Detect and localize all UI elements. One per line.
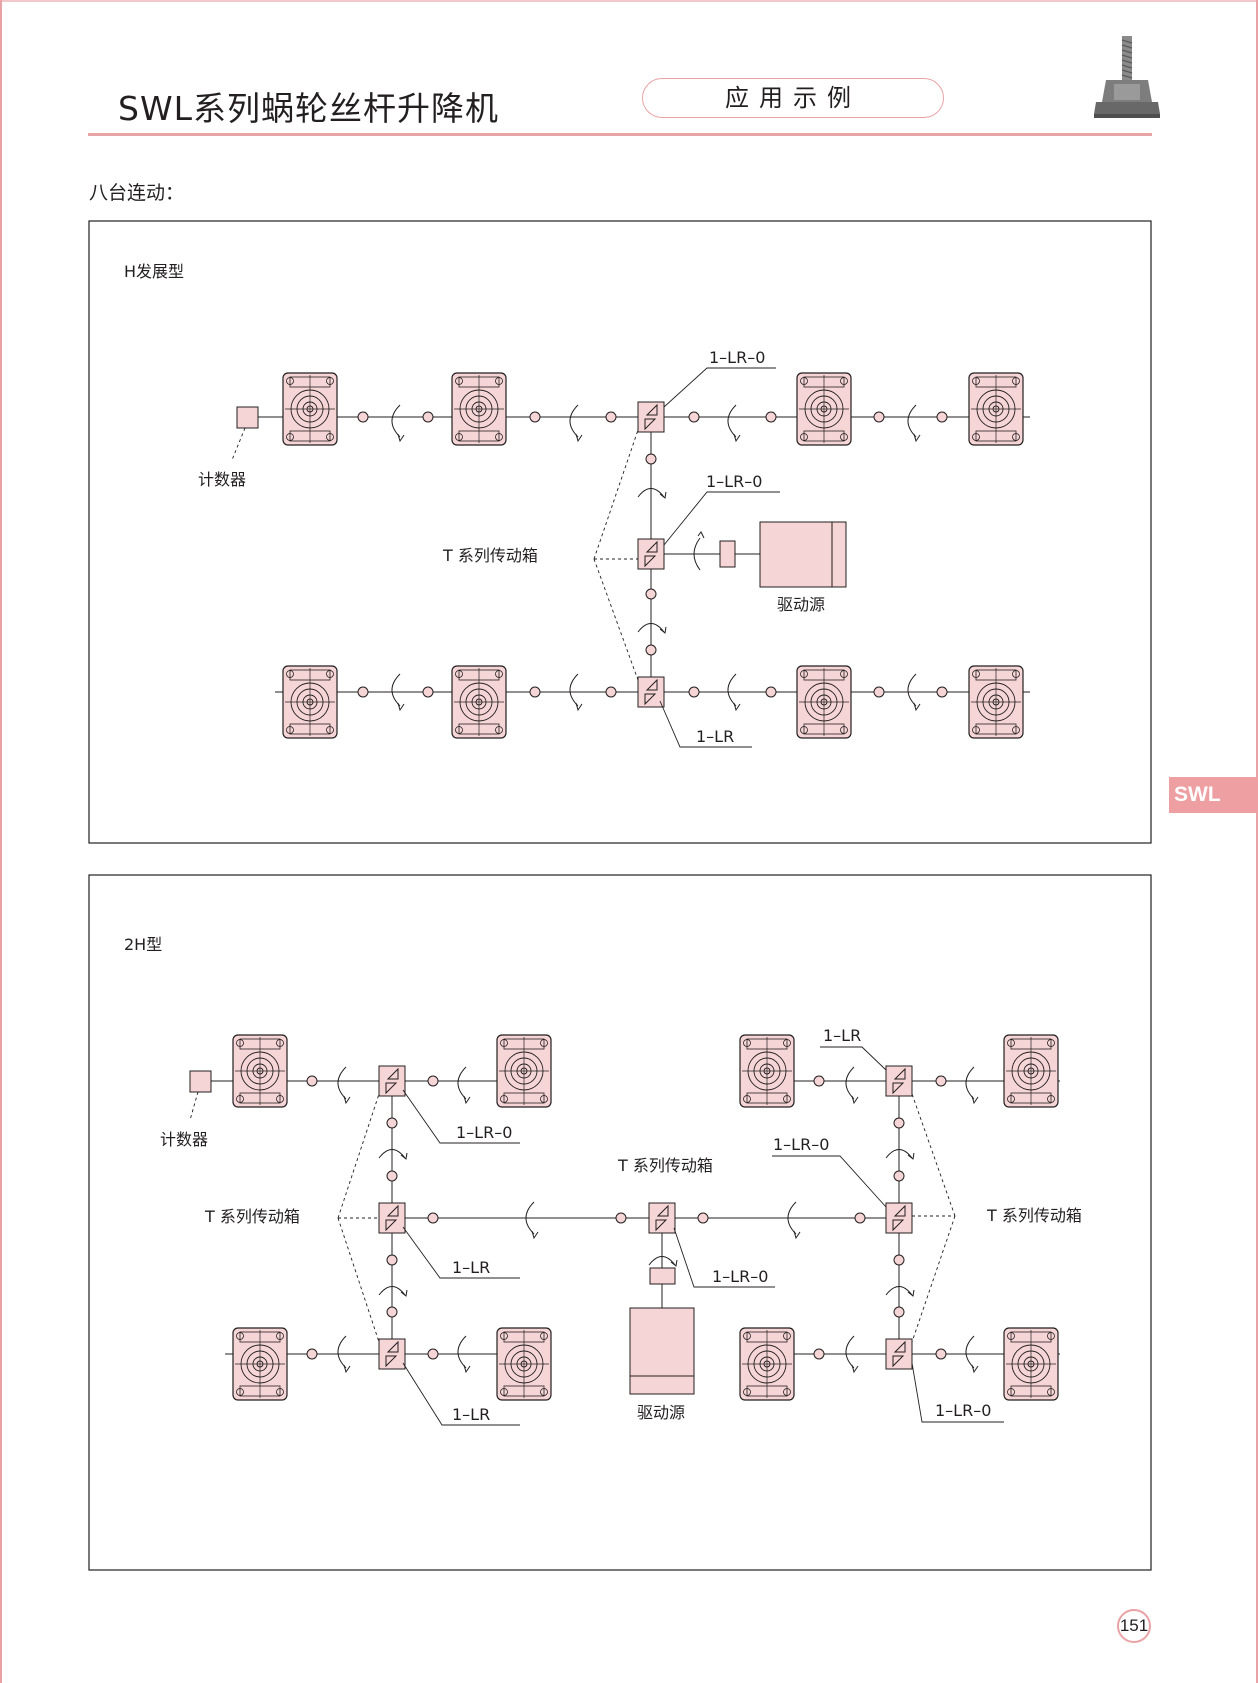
h-drive-source <box>759 521 847 588</box>
h-gearbox-mid <box>637 538 665 570</box>
2h-drive-source <box>629 1307 695 1395</box>
h-jack-bottom-3 <box>796 665 852 739</box>
section-pill: 应用示例 <box>642 78 944 118</box>
side-tab[interactable]: SWL <box>1169 777 1258 813</box>
2h-gearbox-label-left: T 系列传动箱 <box>204 1207 300 1226</box>
2h-label-2: 1–LR–0 <box>456 1123 512 1142</box>
2h-gearbox-label-right: T 系列传动箱 <box>986 1206 1082 1225</box>
screw-jack-photo-icon <box>1094 36 1160 118</box>
2h-gearbox-2 <box>378 1202 406 1234</box>
2h-drive-coupling <box>649 1267 676 1285</box>
2h-gearbox-5 <box>885 1202 913 1234</box>
h-label-2: 1–LR–0 <box>706 472 762 491</box>
h-jack-bottom-1 <box>282 665 338 739</box>
2h-label-6: 1–LR <box>452 1405 490 1424</box>
2h-jack-1 <box>232 1034 288 1108</box>
section-heading: 八台连动： <box>89 182 185 204</box>
page-border-right <box>1256 0 1258 1683</box>
page-border-top <box>0 0 1258 2</box>
2h-label-7: 1–LR–0 <box>935 1401 991 1420</box>
2h-jack-4 <box>1003 1034 1059 1108</box>
h-jack-top-1 <box>282 372 338 446</box>
2h-jack-7 <box>739 1327 795 1401</box>
2h-label-4: 1–LR <box>452 1258 490 1277</box>
page-border-left <box>0 0 2 1683</box>
2h-drive-label: 驱动源 <box>637 1403 685 1422</box>
h-label-3: 1–LR <box>696 727 734 746</box>
2h-gearbox-4 <box>885 1065 913 1097</box>
2h-gearbox-3 <box>378 1338 406 1370</box>
h-label-1: 1–LR–0 <box>709 348 765 367</box>
2h-jack-8 <box>1003 1327 1059 1401</box>
2h-jack-6 <box>496 1327 552 1401</box>
2h-jack-2 <box>496 1034 552 1108</box>
2h-gearbox-label-center: T 系列传动箱 <box>617 1156 713 1175</box>
h-counter-box <box>236 406 259 429</box>
h-jack-bottom-4 <box>968 665 1024 739</box>
2h-label-5: 1–LR–0 <box>712 1267 768 1286</box>
h-type-title: H发展型 <box>124 262 184 281</box>
h-jack-top-3 <box>796 372 852 446</box>
2h-counter-label: 计数器 <box>160 1130 208 1149</box>
2h-type-title: 2H型 <box>124 935 162 954</box>
h-drive-coupling <box>719 540 736 568</box>
h-jack-top-2 <box>451 372 507 446</box>
h-jack-top-4 <box>968 372 1024 446</box>
2h-jack-3 <box>739 1034 795 1108</box>
h-gearbox-bottom <box>637 676 665 708</box>
2h-type-frame <box>88 874 1152 1571</box>
2h-label-1: 1–LR <box>823 1026 861 1045</box>
page-title: SWL系列蜗轮丝杆升降机 <box>118 89 499 128</box>
h-gearbox-top <box>637 401 665 433</box>
2h-gearbox-1 <box>378 1065 406 1097</box>
h-gearbox-label: T 系列传动箱 <box>442 546 538 565</box>
h-drive-label: 驱动源 <box>777 595 825 614</box>
h-counter-label: 计数器 <box>198 470 246 489</box>
2h-label-3: 1–LR–0 <box>773 1135 829 1154</box>
h-jack-bottom-2 <box>451 665 507 739</box>
2h-gearbox-center <box>648 1202 676 1234</box>
h-type-frame <box>88 220 1152 844</box>
header-rule <box>88 133 1152 136</box>
2h-counter-box <box>189 1070 212 1093</box>
2h-gearbox-6 <box>885 1338 913 1370</box>
page-number: 151 <box>1117 1609 1151 1643</box>
2h-jack-5 <box>232 1327 288 1401</box>
